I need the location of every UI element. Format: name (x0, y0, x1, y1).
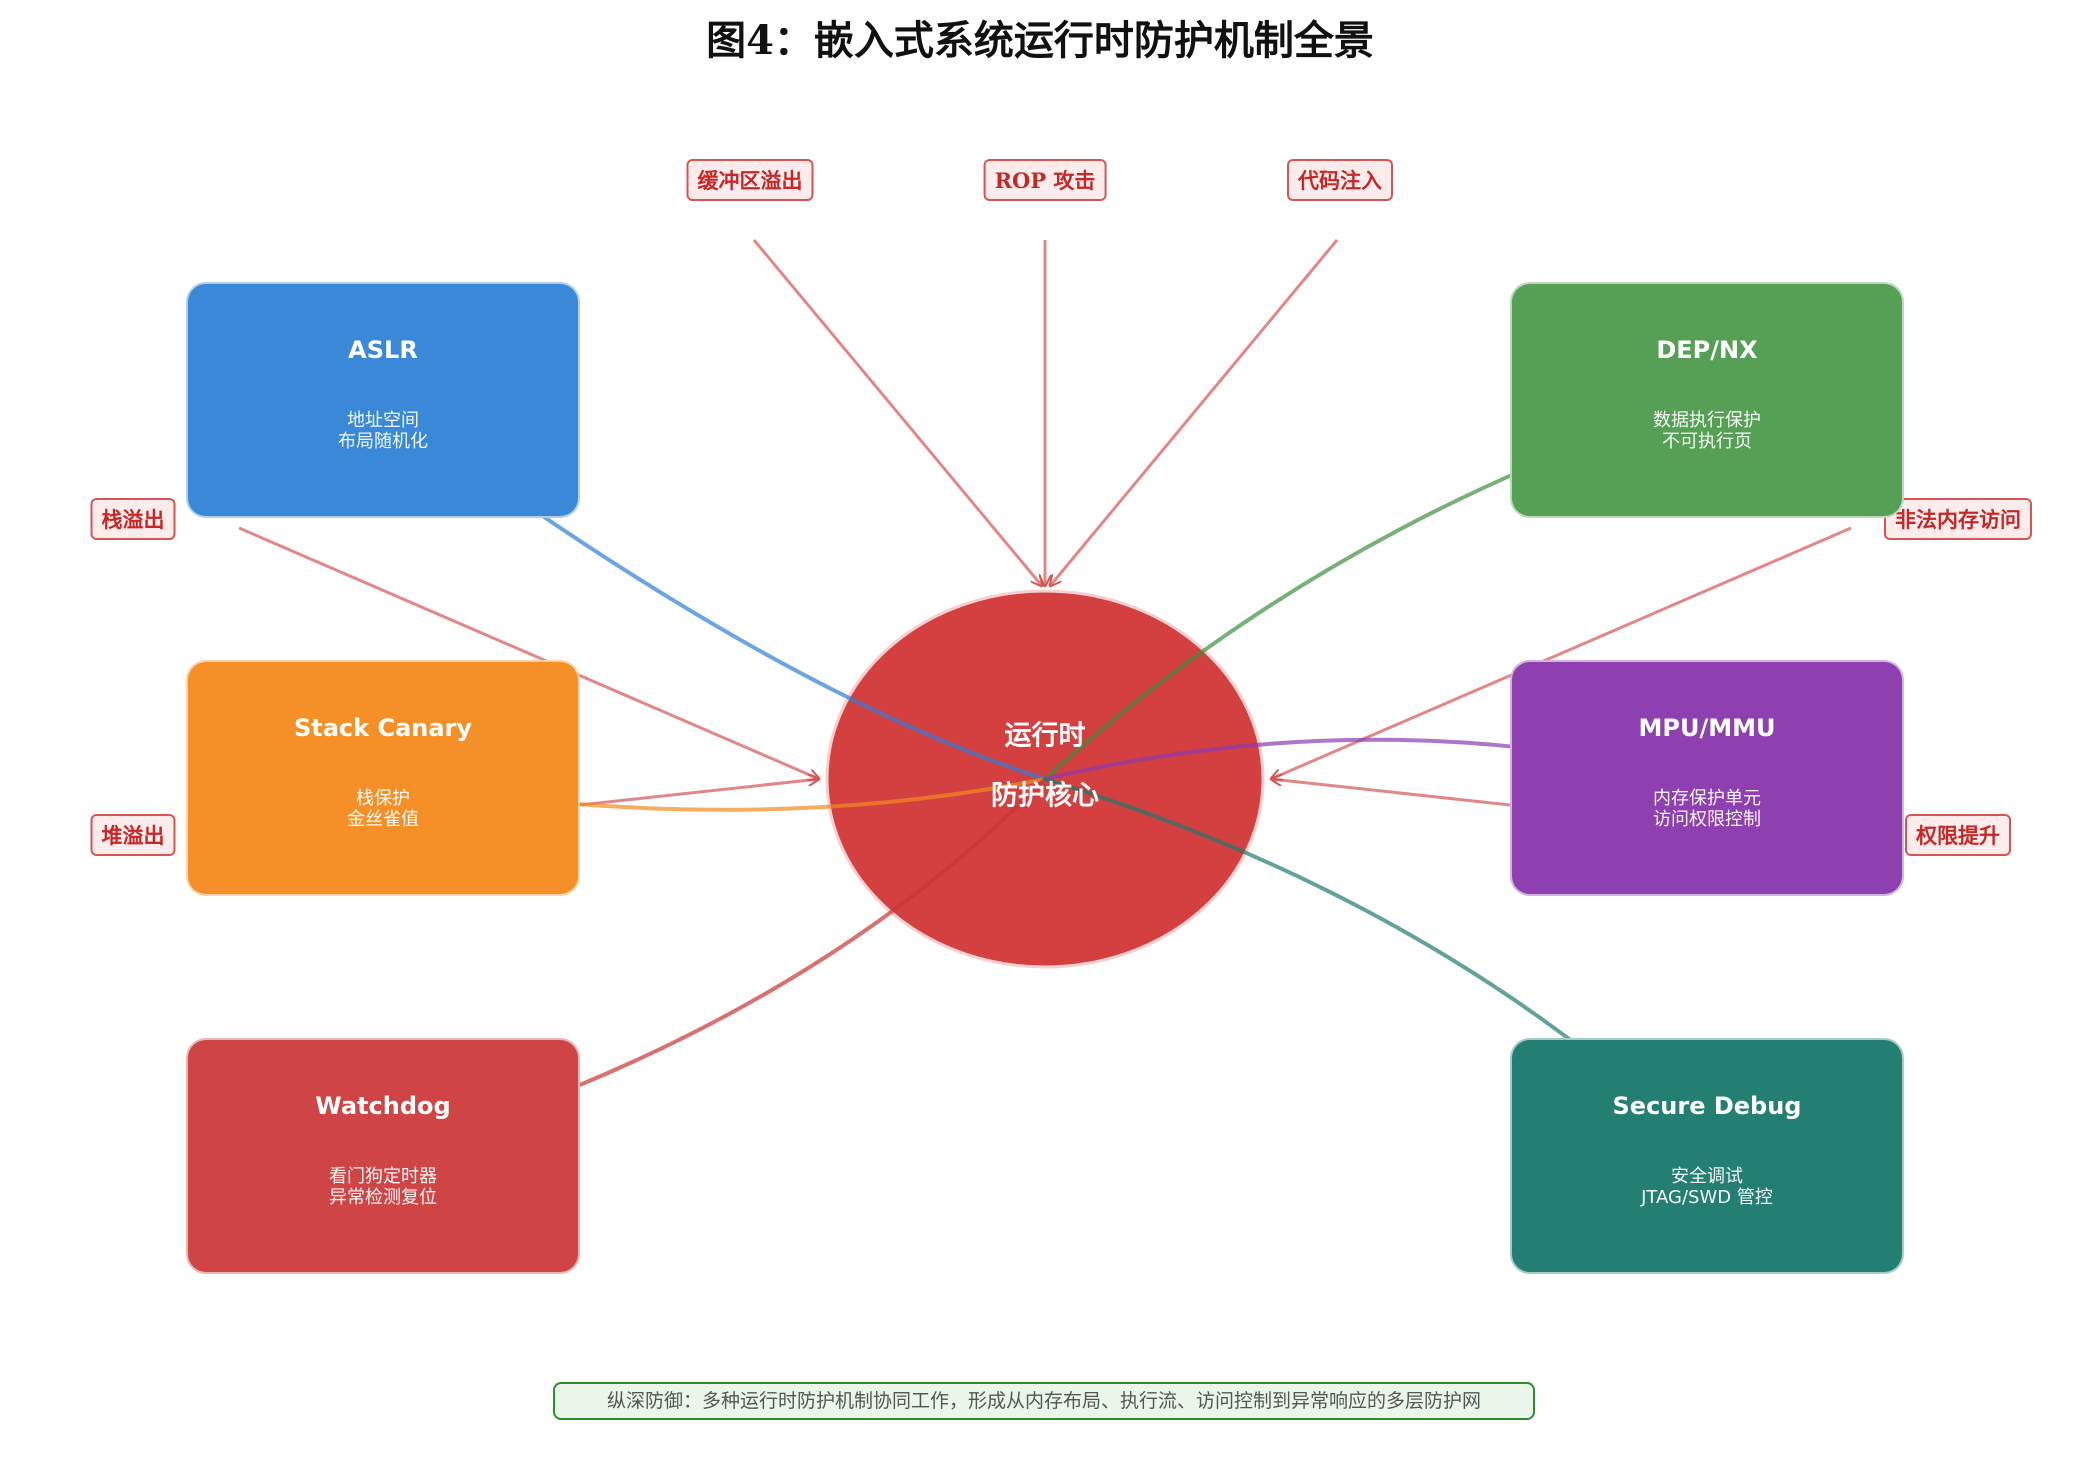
core-label-line2: 防护核心 (991, 780, 1099, 812)
mechanism-desc-line: 异常检测复位 (329, 1187, 437, 1208)
mechanism-description: 安全调试 JTAG/SWD 管控 (1512, 1166, 1902, 1208)
footer-note: 纵深防御：多种运行时防护机制协同工作，形成从内存布局、执行流、访问控制到异常响应… (553, 1382, 1535, 1420)
mechanism-desc-line: 不可执行页 (1662, 431, 1752, 452)
threat-label-code-injection: 代码注入 (1287, 159, 1393, 201)
mechanism-desc-line: 看门狗定时器 (329, 1166, 437, 1187)
threat-label-rop: ROP 攻击 (983, 159, 1107, 201)
threat-label-heap-overflow: 堆溢出 (90, 814, 176, 856)
mechanism-description: 内存保护单元 访问权限控制 (1512, 788, 1902, 830)
mechanism-desc-line: 布局随机化 (338, 431, 428, 452)
mechanism-description: 看门狗定时器 异常检测复位 (188, 1166, 578, 1208)
mechanism-title: MPU/MMU (1638, 714, 1776, 742)
mechanism-box-watchdog: Watchdog 看门狗定时器 异常检测复位 (186, 1038, 580, 1274)
threat-label-privilege-escalation: 权限提升 (1905, 814, 2011, 856)
mechanism-title: Secure Debug (1612, 1092, 1802, 1120)
mechanism-desc-line: 金丝雀值 (347, 809, 419, 830)
mechanism-desc-line: 数据执行保护 (1653, 410, 1761, 431)
mechanism-box-dep: DEP/NX 数据执行保护 不可执行页 (1510, 282, 1904, 518)
mechanism-desc-line: 访问权限控制 (1653, 809, 1761, 830)
diagram-title: 图4：嵌入式系统运行时防护机制全景 (706, 17, 1374, 64)
threat-arrow-buffer-overflow (752, 239, 1042, 586)
mechanism-description: 地址空间 布局随机化 (188, 410, 578, 452)
mechanism-desc-line: 内存保护单元 (1653, 788, 1761, 809)
mechanism-title: Watchdog (315, 1092, 451, 1120)
mechanism-description: 栈保护 金丝雀值 (188, 788, 578, 830)
mechanism-box-aslr: ASLR 地址空间 布局随机化 (186, 282, 580, 518)
mechanism-box-secure-debug: Secure Debug 安全调试 JTAG/SWD 管控 (1510, 1038, 1904, 1274)
threat-label-buffer-overflow: 缓冲区溢出 (686, 159, 814, 201)
threat-arrow-illegal-access (1271, 526, 1852, 779)
mechanism-title: DEP/NX (1656, 336, 1758, 364)
threat-arrow-code-injection (1050, 239, 1339, 586)
mechanism-desc-line: 栈保护 (356, 788, 410, 809)
mechanism-title: ASLR (348, 336, 418, 364)
mechanism-desc-line: 地址空间 (347, 410, 419, 431)
mechanism-desc-line: JTAG/SWD 管控 (1641, 1187, 1773, 1208)
core-label-line1: 运行时 (1004, 720, 1086, 752)
mechanism-desc-line: 安全调试 (1671, 1166, 1743, 1187)
threat-arrow-stack-overflow (238, 526, 819, 779)
mechanism-box-stack-canary: Stack Canary 栈保护 金丝雀值 (186, 660, 580, 896)
mechanism-title: Stack Canary (293, 714, 473, 742)
threat-label-illegal-access: 非法内存访问 (1884, 498, 2032, 540)
mechanism-box-mpu-mmu: MPU/MMU 内存保护单元 访问权限控制 (1510, 660, 1904, 896)
threat-label-stack-overflow: 栈溢出 (90, 498, 176, 540)
mechanism-description: 数据执行保护 不可执行页 (1512, 410, 1902, 452)
